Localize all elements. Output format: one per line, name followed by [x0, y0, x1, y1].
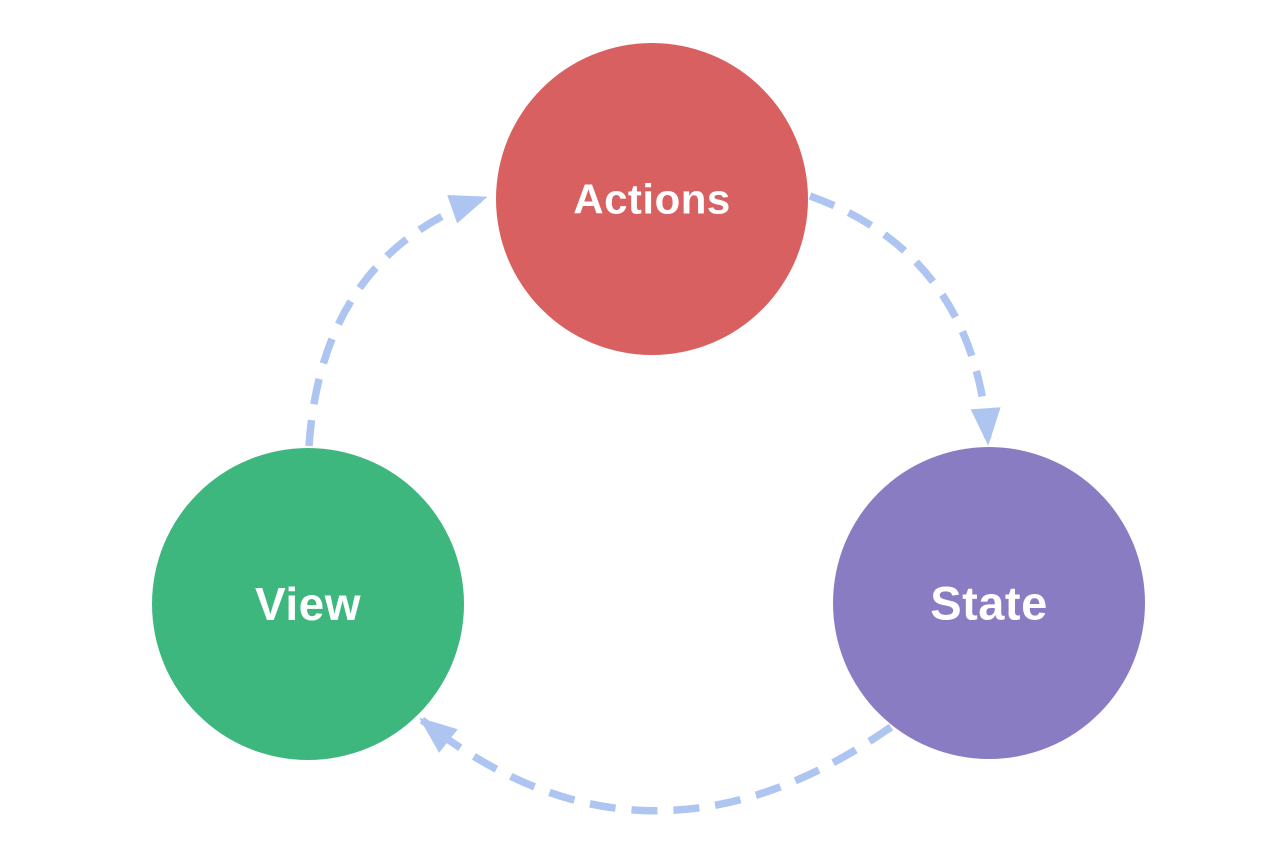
edge-state-to-view — [419, 717, 894, 815]
edge-view-to-actions — [305, 194, 488, 447]
state-label: State — [930, 577, 1047, 630]
node-view: View — [152, 448, 464, 760]
view-circle — [152, 448, 464, 760]
edge-actions-to-state — [808, 192, 1001, 446]
view-label: View — [255, 578, 361, 630]
actions-label: Actions — [573, 176, 731, 223]
state-circle — [833, 447, 1145, 759]
actions-circle — [496, 43, 808, 355]
node-actions: Actions — [496, 43, 808, 355]
node-state: State — [833, 447, 1145, 759]
